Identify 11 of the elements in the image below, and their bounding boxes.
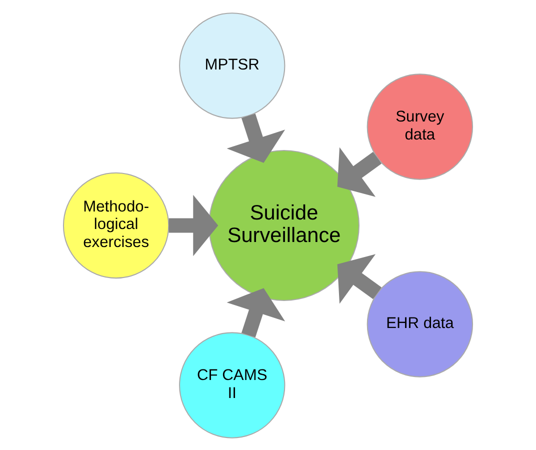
node-circle: MPTSR	[179, 12, 286, 118]
node-circle: Suicide Surveillance	[208, 150, 360, 300]
arrow	[337, 254, 382, 304]
node-circle: CF CAMS II	[179, 332, 286, 438]
arrow	[226, 288, 286, 337]
node-circle: EHR data	[366, 270, 474, 377]
arrow	[226, 113, 286, 162]
node-circle: Methodo-logical exercises	[62, 172, 170, 278]
node-circle: Survey data	[366, 73, 474, 180]
arrow	[168, 194, 218, 256]
arrow	[337, 146, 382, 196]
